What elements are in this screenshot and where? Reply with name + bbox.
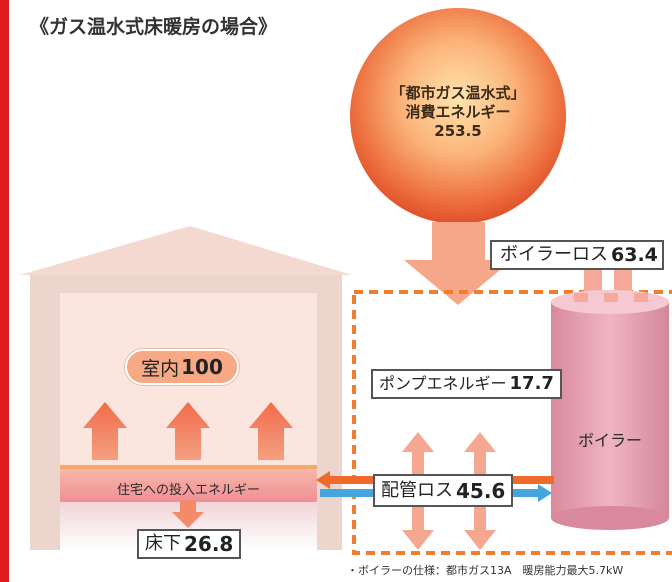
energy-sphere-line1: 「都市ガス温水式」 [390, 84, 526, 102]
energy-sphere-label: 「都市ガス温水式」 消費エネルギー 253.5 [352, 84, 564, 141]
input-down-arrow [404, 222, 512, 305]
left-accent-bar [0, 0, 9, 582]
page-title: 《ガス温水式床暖房の場合》 [30, 16, 278, 38]
pipe-loss-text: 配管ロス [381, 479, 453, 501]
pump-energy-text: ポンプエネルギー [379, 374, 507, 393]
underfloor-value: 26.8 [184, 532, 234, 556]
house-roof [20, 226, 352, 275]
indoor-label: 室内 [141, 357, 180, 380]
boiler-bottom [551, 506, 669, 530]
pipe-loss-value: 45.6 [456, 478, 506, 503]
system-boundary [352, 290, 672, 555]
energy-sphere-line2: 消費エネルギー [405, 103, 511, 121]
house-input-label: 住宅への投入エネルギー [116, 483, 260, 498]
room-heat-arrow-2 [166, 402, 210, 460]
room-heat-arrow-3 [249, 402, 293, 460]
boiler-loss-text: ボイラーロス [500, 244, 608, 265]
floor-heating-band [60, 468, 317, 502]
pump-energy-value: 17.7 [509, 373, 554, 394]
supply-pipe-arrowhead [316, 471, 330, 489]
energy-sphere-value: 253.5 [434, 122, 482, 140]
boiler-body [551, 302, 669, 518]
return-pipe-arrowhead [538, 484, 552, 502]
underfloor-down-arrow [172, 500, 204, 528]
room-heat-arrow-1 [83, 402, 127, 460]
floor-surface-line [60, 465, 317, 469]
boiler-label: ボイラー [577, 431, 642, 450]
boiler-top-vents [574, 293, 648, 302]
underfloor-text: 床下 [145, 533, 181, 554]
footnote: ・ボイラーの仕様：都市ガス13A 暖房能力最大5.7kW [347, 564, 624, 577]
boiler-loss-value: 63.4 [611, 243, 658, 266]
indoor-value: 100 [181, 355, 223, 379]
energy-sphere [350, 8, 566, 224]
